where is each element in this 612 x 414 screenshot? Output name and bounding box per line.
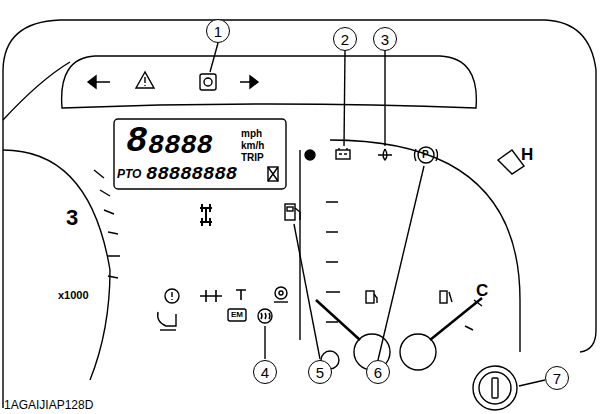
callout-circle: 5 — [308, 360, 332, 384]
callout-number: 5 — [316, 365, 324, 380]
callout-circle: 4 — [253, 360, 277, 384]
callout-circle: 6 — [366, 360, 390, 384]
icon-text: EM — [231, 311, 243, 319]
callout-number: 3 — [381, 32, 389, 47]
callout-circle: 7 — [545, 366, 569, 390]
icon-letter: P — [422, 150, 429, 160]
callout-number: 1 — [214, 24, 222, 39]
callout-circle: 2 — [333, 27, 357, 51]
callout-circle: 1 — [206, 19, 230, 43]
callout-number: 4 — [261, 365, 269, 380]
lcd-digit: 8 — [126, 124, 148, 160]
lcd-digits: 88888888 — [146, 165, 237, 184]
callout-number: 2 — [341, 32, 349, 47]
gauge-mark: H — [521, 146, 533, 163]
pto-text: PTO — [117, 168, 141, 180]
scale-number: 3 — [66, 207, 78, 229]
scale-multiplier: x1000 — [58, 290, 89, 301]
unit-text: TRIP — [241, 153, 264, 163]
callout-number: 6 — [374, 365, 382, 380]
gauge-mark: C — [476, 282, 488, 299]
lcd-digits: 8888 — [148, 133, 213, 160]
unit-text: km/h — [241, 141, 264, 151]
figure-code: 1AGAIJIAP128D — [4, 399, 93, 411]
callout-number: 7 — [553, 371, 561, 386]
unit-text: mph — [241, 129, 262, 139]
callout-circle: 3 — [373, 27, 397, 51]
